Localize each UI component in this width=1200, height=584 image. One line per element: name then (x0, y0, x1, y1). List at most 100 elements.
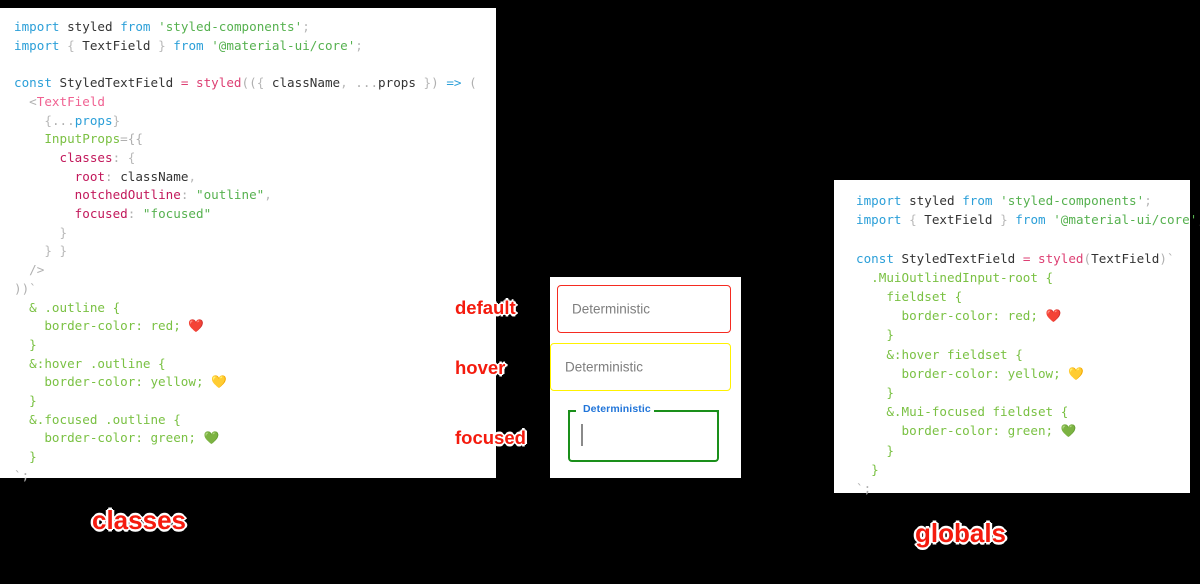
code-token: import (856, 212, 902, 228)
code-token: ( (461, 75, 477, 91)
code-token: const (856, 250, 894, 266)
annotation-default: default (455, 297, 516, 318)
code-token: &.Mui-focused fieldset { (856, 404, 1069, 420)
code-token: '@material-ui/core' (211, 37, 356, 53)
code-token: 💚 (1060, 423, 1077, 439)
code-line: } (14, 336, 488, 355)
code-token: = (180, 75, 189, 91)
code-token: } (856, 461, 879, 477)
code-token: , (188, 168, 197, 184)
textfield-focused-notch-left-segment (568, 410, 576, 413)
code-token: import (14, 37, 60, 53)
code-token: .MuiOutlinedInput-root { (856, 269, 1054, 285)
code-token: } (14, 393, 37, 409)
code-token: ; (1197, 212, 1200, 227)
code-token: ) (431, 75, 447, 91)
code-token: 'styled-components' (158, 19, 303, 34)
code-token (14, 262, 29, 277)
textfield-hover-value: Deterministic (565, 359, 644, 375)
code-token: border-color: yellow; (856, 365, 1069, 381)
code-token: StyledTextField (893, 250, 1023, 266)
code-line: } (14, 448, 488, 467)
classes-code-panel: import styled from 'styled-components';i… (0, 8, 496, 483)
code-token (188, 75, 196, 90)
code-token: InputProps (44, 131, 121, 147)
code-token: } (112, 112, 121, 128)
code-line: fieldset { (856, 287, 1184, 306)
code-token: } (1000, 212, 1008, 228)
code-token: , (340, 75, 348, 91)
code-token: import (856, 193, 902, 208)
annotation-hover: hover (455, 357, 506, 378)
code-token: props (378, 75, 424, 91)
code-token: & .outline { (14, 299, 121, 315)
code-token: { (256, 75, 265, 91)
code-line: classes: { (14, 149, 488, 168)
textfield-focused-state[interactable] (568, 410, 719, 462)
code-token: TextField (36, 93, 106, 109)
code-token: } (14, 449, 37, 465)
annotation-focused: focused (455, 427, 526, 448)
code-line: /> (14, 261, 488, 280)
code-token: } (856, 385, 894, 401)
code-token: from (173, 37, 204, 53)
code-line: focused: "focused" (14, 205, 488, 224)
code-token: TextField (1091, 250, 1160, 266)
textfield-focused-label: Deterministic (580, 403, 654, 415)
code-token: /> (29, 262, 45, 278)
code-line: } } (14, 242, 488, 261)
textfield-focused-corner-right (716, 410, 719, 415)
code-line: border-color: green; 💚 (856, 421, 1184, 440)
code-line: &.Mui-focused fieldset { (856, 402, 1184, 421)
code-token: } (14, 336, 37, 352)
code-token (151, 19, 159, 34)
code-token: `; (856, 481, 872, 497)
code-token: '@material-ui/core' (1053, 212, 1198, 228)
code-token: className (264, 75, 341, 91)
code-line: } (856, 383, 1184, 402)
textfield-hover-state[interactable]: Deterministic (550, 343, 731, 391)
code-token: border-color: red; (14, 318, 189, 334)
code-line: border-color: yellow; 💛 (14, 373, 488, 392)
code-line: <TextField (14, 93, 488, 112)
code-token (14, 113, 44, 128)
textfield-default-value: Deterministic (572, 301, 651, 317)
code-token (14, 94, 29, 109)
code-token: ... (355, 75, 379, 91)
code-token: } } (44, 243, 68, 259)
code-line: &.focused .outline { (14, 411, 488, 430)
code-line: import { TextField } from '@material-ui/… (856, 210, 1200, 229)
code-token: ; (355, 37, 363, 53)
code-token: ; (1144, 193, 1152, 208)
code-token (14, 187, 75, 202)
code-token: 💛 (1068, 365, 1084, 381)
caption-globals: globals (915, 518, 1007, 548)
code-line: border-color: red; ❤️ (14, 317, 488, 336)
code-token: { (127, 149, 136, 165)
code-line: &:hover fieldset { (856, 345, 1184, 364)
caption-classes: classes (92, 505, 186, 535)
code-token: &.focused .outline { (14, 411, 181, 427)
code-token: `; (14, 467, 30, 483)
code-line: } (856, 441, 1184, 460)
code-token: focused (74, 206, 128, 222)
code-line: &:hover .outline { (14, 355, 488, 374)
code-token (993, 193, 1001, 208)
code-token (14, 243, 44, 258)
code-line: border-color: yellow; 💛 (856, 364, 1184, 383)
code-line: root: className, (14, 168, 488, 187)
code-token: border-color: red; (856, 308, 1046, 324)
textfield-default-state[interactable]: Deterministic (557, 285, 731, 333)
code-token: : (127, 206, 143, 222)
code-line: import styled from 'styled-components'; (14, 18, 488, 37)
code-line: } (856, 460, 1184, 479)
code-token (14, 131, 44, 146)
code-token: props (74, 112, 113, 128)
code-token: < (29, 93, 37, 109)
code-token: )) (14, 280, 30, 296)
code-token: fieldset { (856, 289, 963, 305)
code-token: { (44, 112, 52, 128)
code-token: = (1022, 250, 1031, 266)
code-line: import { TextField } from '@material-ui/… (14, 37, 488, 56)
code-line: const StyledTextField = styled(TextField… (856, 249, 1184, 268)
